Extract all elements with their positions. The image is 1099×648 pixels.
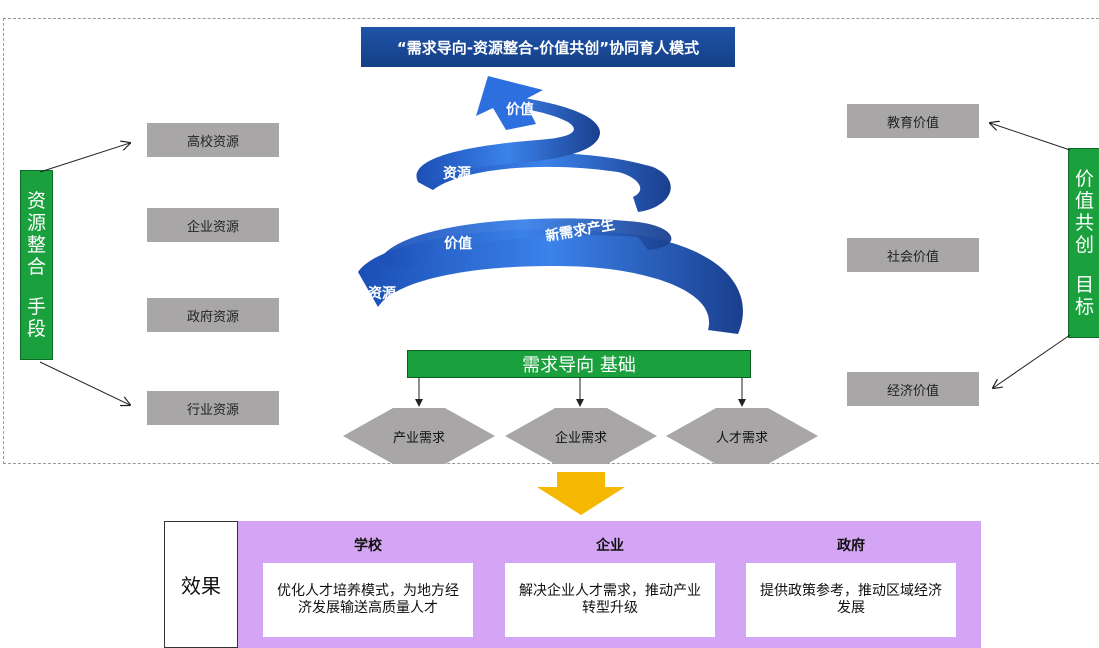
spiral-rising-arm [416, 98, 600, 190]
arrow-to-education [990, 123, 1071, 151]
spiral-label-demand: 需求 [663, 310, 691, 326]
right-label-char: 共 [1074, 212, 1094, 234]
spiral-band-upper [418, 152, 671, 212]
value-box-social: 社会价值 [847, 238, 979, 272]
resource-integration-means-label: 资 源 整 合 手 段 [20, 170, 53, 360]
right-label-char: 价 [1074, 168, 1094, 190]
resource-box-government: 政府资源 [147, 298, 279, 332]
spiral-arrow-head [476, 76, 543, 130]
value-cocreation-goal-label: 价 值 共 创 目 标 [1068, 148, 1099, 338]
arrow-to-university [39, 143, 130, 173]
down-arrow-icon [537, 472, 625, 515]
spiral-label-resource-lower: 资源 [368, 286, 396, 302]
spiral-band-middle [378, 218, 672, 272]
demand-oriented-foundation: 需求导向 基础 [407, 350, 751, 378]
resource-box-industry: 行业资源 [147, 391, 279, 425]
need-label: 企业需求 [554, 430, 607, 446]
effect-label: 效果 [164, 521, 238, 648]
resource-box-university: 高校资源 [147, 123, 279, 157]
need-diamond-talent: 人才需求 [666, 408, 818, 464]
left-label-char: 合 [26, 256, 46, 278]
spiral-label-value-top: 价值 [506, 102, 534, 118]
spiral-band-bottom [358, 229, 743, 334]
right-label-char: 目 [1074, 274, 1094, 296]
effect-box-enterprise: 解决企业人才需求，推动产业转型升级 [505, 563, 715, 637]
arrow-to-industry [39, 361, 130, 405]
effect-head-enterprise: 企业 [596, 538, 624, 554]
left-label-char: 资 [26, 190, 46, 212]
left-label-char: 手 [26, 296, 46, 318]
effect-head-government: 政府 [837, 538, 865, 554]
arrow-to-economic [993, 334, 1071, 388]
right-label-char: 值 [1074, 190, 1094, 212]
right-label-char: 标 [1074, 296, 1094, 318]
spiral-graphic [358, 76, 743, 334]
value-box-education: 教育价值 [847, 104, 979, 138]
resource-box-enterprise: 企业资源 [147, 208, 279, 242]
right-label-char: 创 [1074, 234, 1094, 256]
value-box-economic: 经济价值 [847, 372, 979, 406]
effect-box-school: 优化人才培养模式，为地方经济发展输送高质量人才 [263, 563, 473, 637]
dashed-frame [3, 18, 1099, 464]
left-label-char: 整 [26, 234, 46, 256]
left-label-char: 源 [26, 212, 46, 234]
spiral-label-value-middle: 价值 [444, 236, 472, 252]
effect-head-school: 学校 [354, 538, 382, 554]
need-label: 人才需求 [715, 430, 768, 446]
need-diamond-industry: 产业需求 [343, 408, 495, 464]
spiral-label-resource-upper: 资源 [443, 166, 471, 182]
effect-box-government: 提供政策参考，推动区域经济发展 [746, 563, 956, 637]
left-label-char: 段 [26, 318, 46, 340]
need-label: 产业需求 [392, 430, 445, 446]
diagram-title: “需求导向-资源整合-价值共创”协同育人模式 [361, 27, 735, 67]
need-diamond-enterprise: 企业需求 [505, 408, 657, 464]
